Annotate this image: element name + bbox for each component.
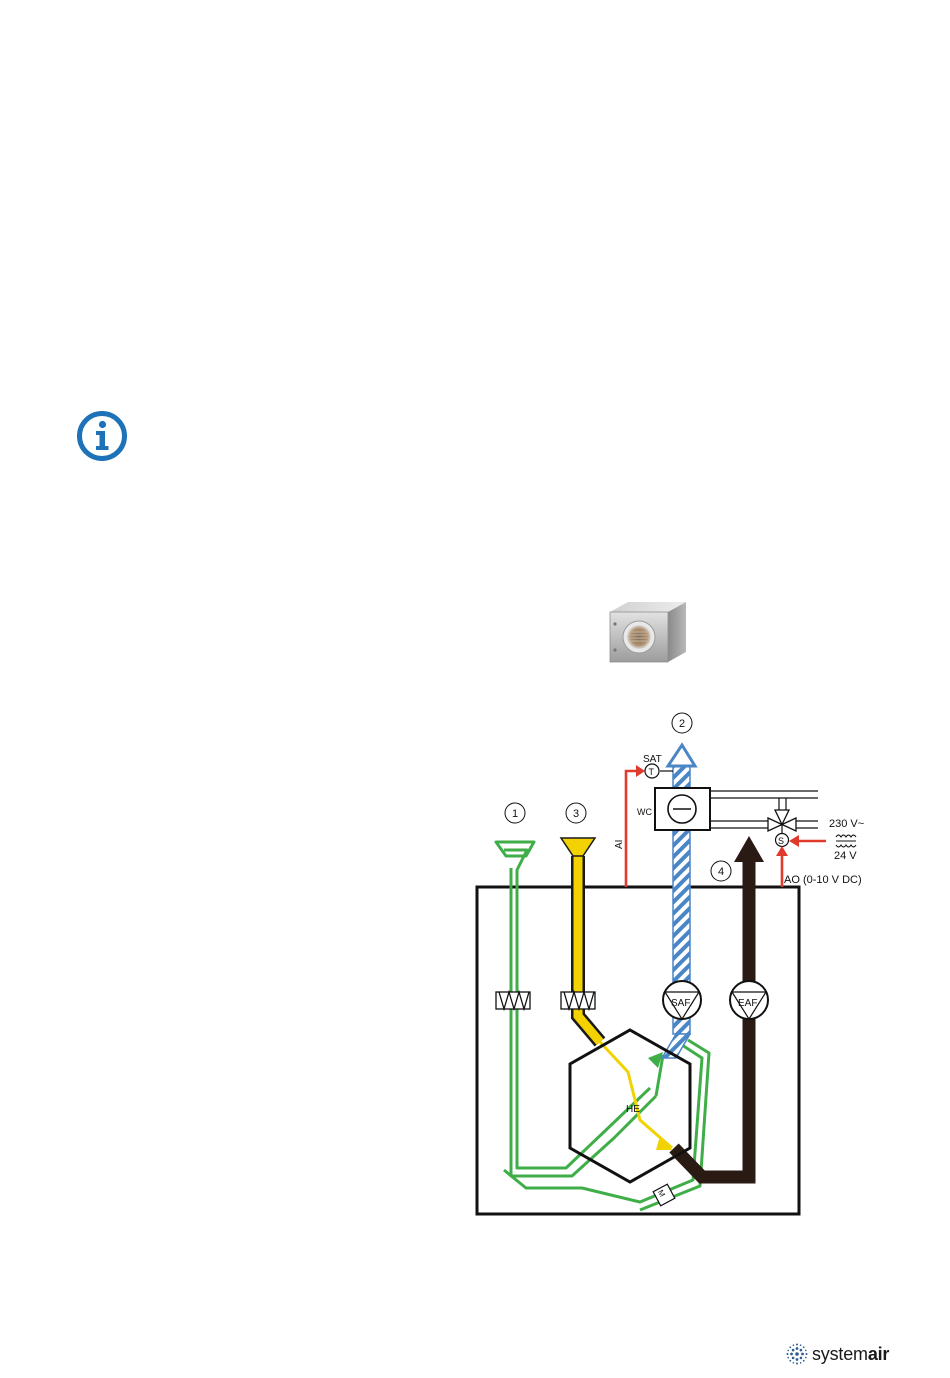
outdoor-air-filter xyxy=(496,992,530,1009)
marker-outdoor-air-label: 1 xyxy=(512,808,518,820)
brand-name: systemair xyxy=(812,1344,889,1365)
analog-output-label: AO (0-10 V DC) xyxy=(784,874,862,886)
heat-exchanger-label: HE xyxy=(626,1104,640,1115)
supply-voltage-label: 230 V~ xyxy=(829,818,864,830)
ao-arrowhead xyxy=(776,846,788,856)
control-voltage-label: 24 V xyxy=(834,850,857,862)
marker-extract-air-label: 3 xyxy=(573,808,579,820)
systemair-dot-logo-icon xyxy=(786,1343,808,1365)
valve-actuator-label: S xyxy=(778,836,784,846)
water-coil-label: WC xyxy=(637,807,652,817)
power-arrowhead xyxy=(789,835,799,847)
brand-name-bold: air xyxy=(868,1344,889,1364)
exhaust-fan-label: EAF xyxy=(738,998,757,1009)
brand-name-light: system xyxy=(812,1344,868,1364)
marker-exhaust-air-label: 4 xyxy=(718,866,724,878)
sensor-label: T xyxy=(649,767,655,777)
marker-supply-air-label: 2 xyxy=(679,718,685,730)
extract-air-filter xyxy=(561,992,595,1009)
analog-input-label: AI xyxy=(614,840,625,849)
sat-label: SAT xyxy=(643,754,662,765)
transformer xyxy=(836,835,856,847)
supply-fan-label: SAF xyxy=(671,998,690,1009)
water-piping xyxy=(710,791,818,828)
brand-logo: systemair xyxy=(786,1342,889,1366)
ai-arrowhead xyxy=(636,765,645,777)
